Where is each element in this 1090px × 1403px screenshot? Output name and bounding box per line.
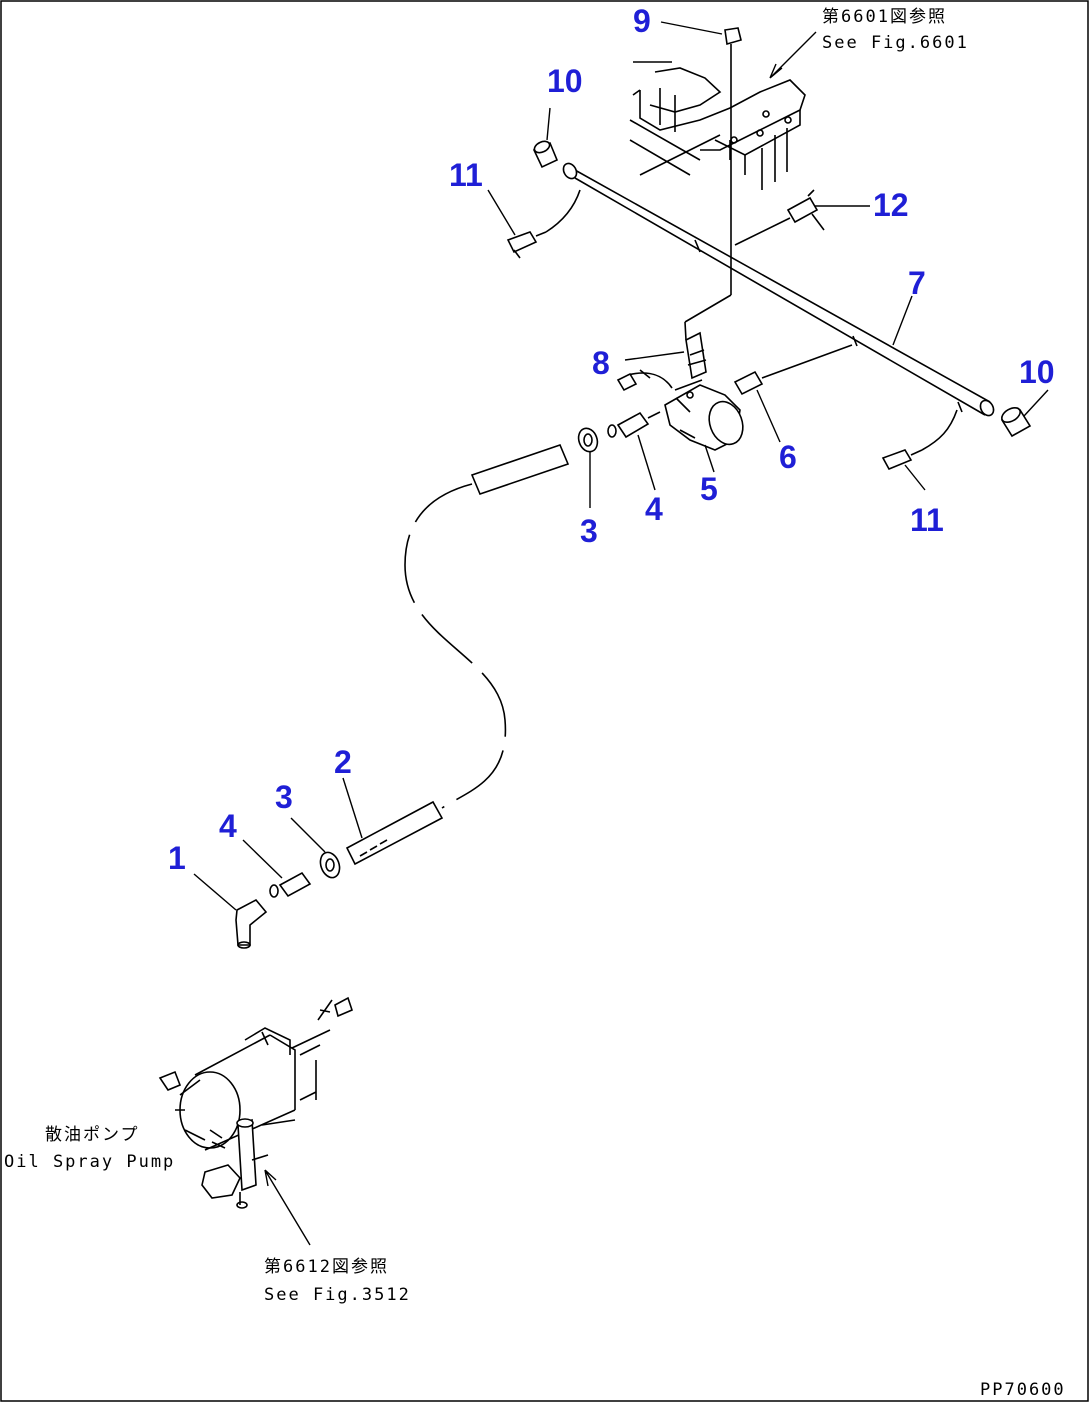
callout-3-lower: 3 bbox=[275, 779, 293, 815]
elbow-1 bbox=[235, 898, 268, 949]
clamp-3-upper bbox=[577, 427, 599, 453]
nozzle-11-left bbox=[506, 189, 581, 259]
pump-label-jp: 散油ポンプ bbox=[45, 1125, 140, 1145]
pipe-7 bbox=[562, 162, 995, 417]
hose-2 bbox=[345, 444, 570, 866]
reference-notes: 第6601図参照 See Fig.6601 散油ポンプ Oil Spray Pu… bbox=[4, 7, 1066, 1400]
nozzle-11-right bbox=[881, 409, 958, 471]
fitting-4-upper bbox=[607, 411, 661, 439]
callout-labels: 9 10 11 12 7 10 8 6 5 4 3 11 2 3 4 1 bbox=[168, 3, 1055, 876]
frame-bracket bbox=[629, 61, 806, 190]
callout-6: 6 bbox=[779, 439, 797, 475]
callout-10-right: 10 bbox=[1019, 354, 1055, 390]
leader-lines bbox=[193, 21, 1049, 1246]
nipple-6 bbox=[733, 344, 853, 396]
callout-1: 1 bbox=[168, 840, 186, 876]
clamp-3-lower bbox=[319, 851, 341, 879]
callout-11-left: 11 bbox=[449, 157, 483, 193]
cap-10-left bbox=[532, 140, 559, 169]
oil-spray-pump bbox=[158, 996, 353, 1209]
callout-10-left: 10 bbox=[547, 63, 583, 99]
ref-top-jp: 第6601図参照 bbox=[822, 7, 947, 27]
fitting-4-lower bbox=[269, 871, 312, 898]
ref-bottom-en: See Fig.3512 bbox=[264, 1285, 411, 1305]
callout-4-lower: 4 bbox=[219, 808, 237, 844]
drawing-code: PP70600 bbox=[980, 1380, 1066, 1400]
valve-5 bbox=[616, 369, 744, 451]
cap-10-right bbox=[1000, 406, 1032, 438]
connector-8 bbox=[684, 294, 732, 380]
callout-3-upper: 3 bbox=[580, 513, 598, 549]
nozzle-12 bbox=[734, 189, 825, 246]
ref-bottom-jp: 第6612図参照 bbox=[264, 1257, 389, 1277]
pump-label-en: Oil Spray Pump bbox=[4, 1152, 175, 1172]
callout-11-right: 11 bbox=[910, 502, 944, 538]
callout-12: 12 bbox=[873, 187, 909, 223]
ref-top-en: See Fig.6601 bbox=[822, 33, 969, 53]
callout-9: 9 bbox=[633, 3, 651, 39]
callout-2: 2 bbox=[334, 744, 352, 780]
callout-4-upper: 4 bbox=[645, 491, 663, 527]
callout-5: 5 bbox=[700, 471, 718, 507]
bolt-9 bbox=[724, 27, 742, 295]
callout-8: 8 bbox=[592, 345, 610, 381]
callout-7: 7 bbox=[908, 265, 926, 301]
